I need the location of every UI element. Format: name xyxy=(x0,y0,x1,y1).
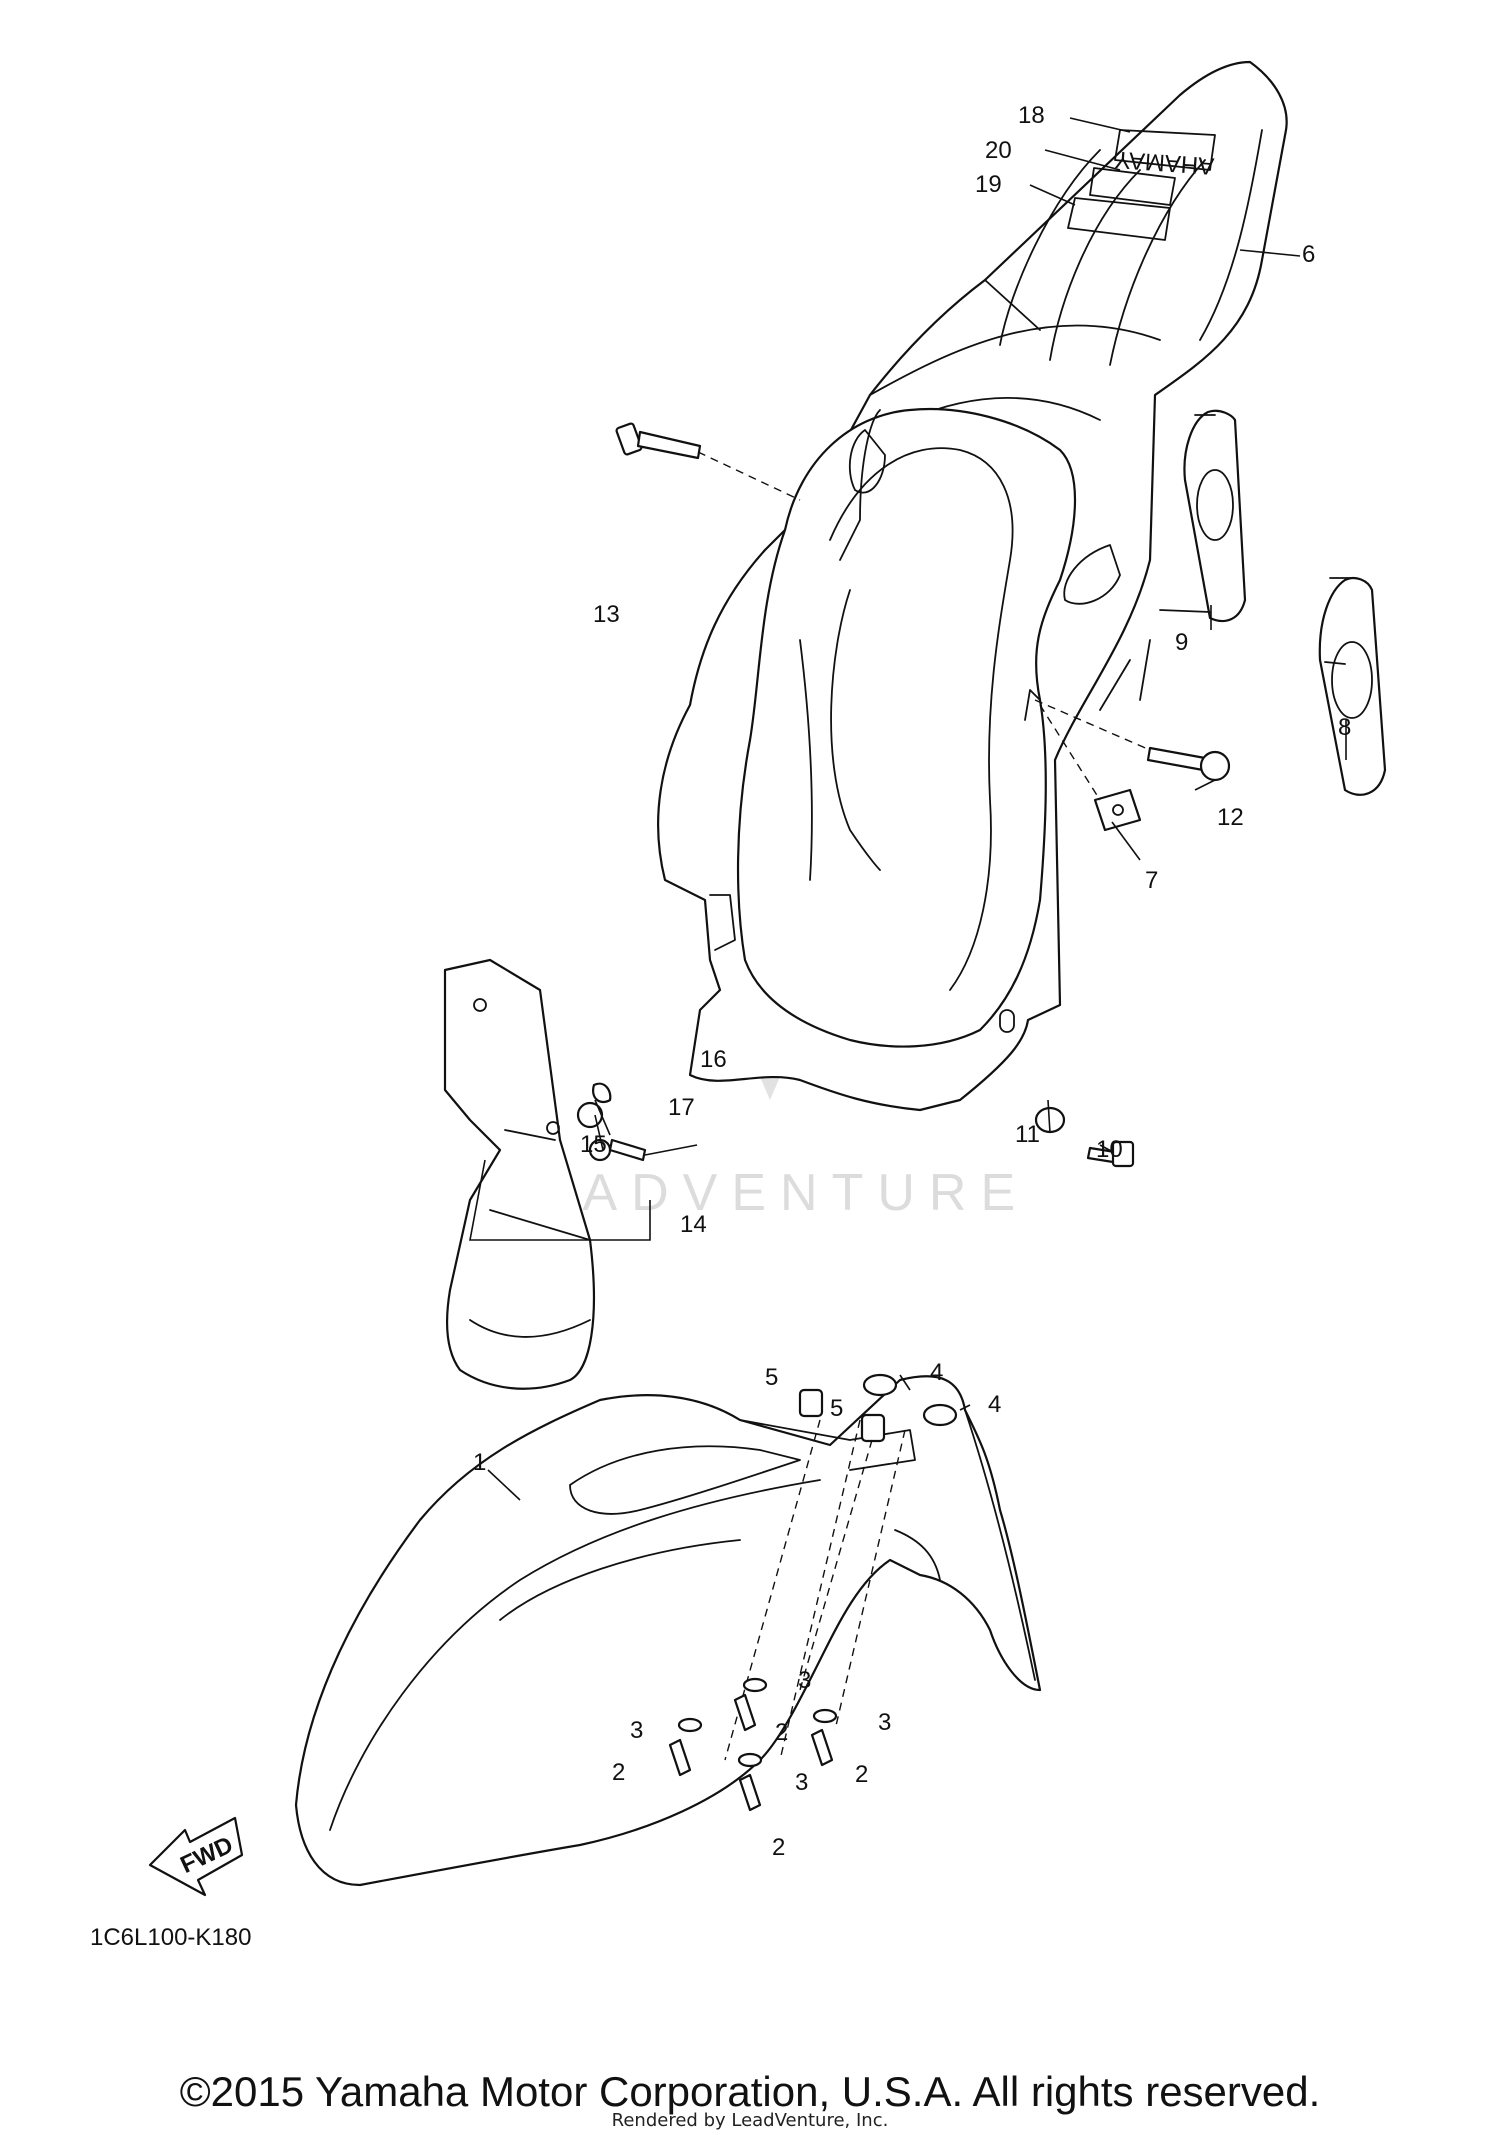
leader-lines xyxy=(469,117,1347,1501)
callout-3d: 3 xyxy=(795,1769,808,1796)
callout-11: 11 xyxy=(1015,1121,1040,1148)
rendered-by-credit: Rendered by LeadVenture, Inc. xyxy=(611,2110,889,2131)
rear-fender: YAMAHA xyxy=(657,60,1288,1112)
bracket-9 xyxy=(1159,409,1247,623)
callouts: 18 20 19 6 13 9 8 12 7 16 17 15 14 11 10… xyxy=(473,102,1351,1861)
bracket-8 xyxy=(1318,576,1387,796)
callout-10: 10 xyxy=(1096,1136,1123,1163)
callout-1: 1 xyxy=(473,1449,486,1476)
callout-8: 8 xyxy=(1338,714,1351,741)
callout-6: 6 xyxy=(1302,241,1315,268)
decal-19 xyxy=(1067,197,1171,241)
callout-3b: 3 xyxy=(630,1717,643,1744)
callout-15: 15 xyxy=(580,1131,607,1158)
callout-20: 20 xyxy=(985,137,1012,164)
callout-9: 9 xyxy=(1175,629,1188,656)
bolt-12 xyxy=(1146,746,1231,782)
nut-7 xyxy=(1093,788,1142,832)
front-fender-hardware xyxy=(668,1373,958,1812)
decal-20 xyxy=(1089,167,1176,206)
callout-4a: 4 xyxy=(930,1359,943,1386)
callout-19: 19 xyxy=(975,171,1002,198)
callout-12: 12 xyxy=(1217,804,1244,831)
callout-17: 17 xyxy=(668,1094,695,1121)
callout-13: 13 xyxy=(593,601,620,628)
callout-14: 14 xyxy=(680,1211,707,1238)
callout-3c: 3 xyxy=(878,1709,891,1736)
front-fender xyxy=(294,1375,1042,1887)
callout-4b: 4 xyxy=(988,1391,1001,1418)
copyright-notice: ©2015 Yamaha Motor Corporation, U.S.A. A… xyxy=(179,2068,1321,2115)
callout-5a: 5 xyxy=(765,1364,778,1391)
callout-2a: 2 xyxy=(775,1719,788,1746)
bolt-13 xyxy=(615,422,702,460)
fwd-arrow: FWD xyxy=(148,1816,244,1897)
callout-16: 16 xyxy=(700,1046,727,1073)
diagram-code: 1C6L100-K180 xyxy=(90,1924,251,1951)
callout-2c: 2 xyxy=(855,1761,868,1788)
callout-7: 7 xyxy=(1145,867,1158,894)
mud-flap xyxy=(443,958,595,1390)
callout-5b: 5 xyxy=(830,1395,843,1422)
callout-2b: 2 xyxy=(612,1759,625,1786)
callout-2d: 2 xyxy=(772,1834,785,1861)
callout-18: 18 xyxy=(1018,102,1045,129)
callout-3a: 3 xyxy=(798,1667,811,1694)
